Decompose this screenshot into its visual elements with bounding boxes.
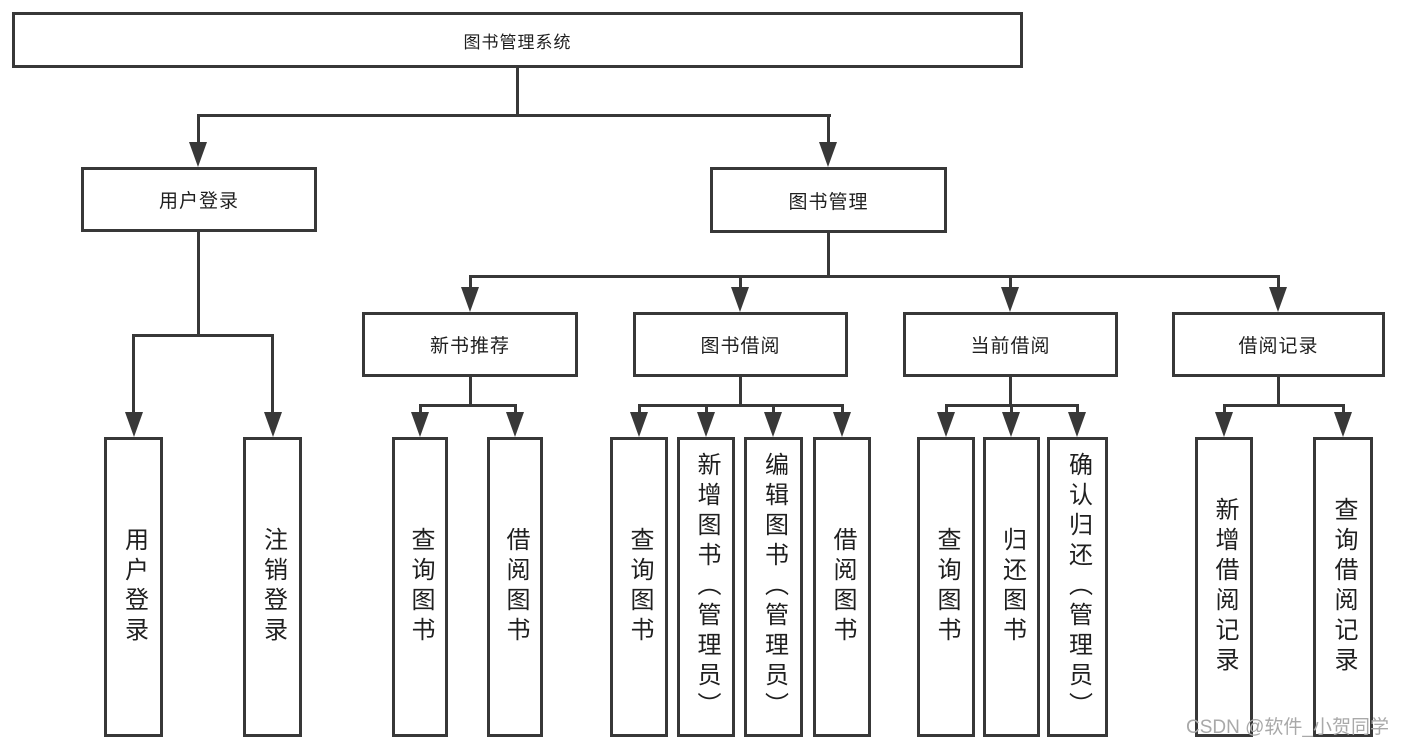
- leaf-logout-label: 注销登录: [259, 527, 287, 647]
- leaf-add-books-admin-label: 新增图书（管理员）: [693, 452, 720, 722]
- leaf-query-books-recommend: 查询图书: [392, 437, 448, 737]
- connector-to-leaf-logout: [271, 334, 274, 412]
- leaf-query-books-borrow-label: 查询图书: [626, 527, 653, 647]
- connector-to-user-login: [197, 114, 200, 144]
- connector-new-book-split: [419, 404, 517, 407]
- leaf-query-books-recommend-label: 查询图书: [407, 527, 434, 647]
- connector-borrow-records-split: [1223, 404, 1344, 407]
- leaf-borrow-books: 借阅图书: [813, 437, 871, 737]
- connector-to-book-borrow: [739, 275, 742, 289]
- node-user-login-label: 用户登录: [158, 191, 239, 212]
- leaf-edit-books-admin: 编辑图书（管理员）: [744, 437, 803, 737]
- arrow-down-icon: [937, 412, 955, 437]
- connector-leaf-stem: [945, 404, 948, 414]
- node-borrow-records: 借阅记录: [1172, 312, 1385, 377]
- leaf-borrow-books-label: 借阅图书: [829, 527, 856, 647]
- node-new-book-recommend: 新书推荐: [362, 312, 578, 377]
- connector-leaf-stem: [514, 404, 517, 414]
- leaf-query-books-current: 查询图书: [917, 437, 975, 737]
- connector-leaf-stem: [419, 404, 422, 414]
- connector-to-current-borrow: [1009, 275, 1012, 289]
- connector-leaf-stem: [1010, 404, 1013, 414]
- node-book-management: 图书管理: [710, 167, 947, 233]
- connector-leaf-stem: [638, 404, 641, 414]
- node-current-borrow-label: 当前借阅: [970, 336, 1051, 357]
- connector-user-login-split: [132, 334, 274, 337]
- arrow-down-icon: [189, 142, 207, 167]
- arrow-down-icon: [1215, 412, 1233, 437]
- arrow-down-icon: [1269, 287, 1287, 312]
- arrow-down-icon: [1001, 287, 1019, 312]
- connector-book-mgmt-split: [469, 275, 1280, 278]
- leaf-query-borrow-record-label: 查询借阅记录: [1330, 497, 1357, 677]
- connector-leaf-stem: [1342, 404, 1345, 414]
- connector-root-split: [197, 114, 831, 117]
- leaf-logout: 注销登录: [243, 437, 302, 737]
- connector-to-new-book: [469, 275, 472, 289]
- arrow-down-icon: [461, 287, 479, 312]
- connector-leaf-stem: [705, 404, 708, 414]
- node-library-system-label: 图书管理系统: [463, 32, 572, 52]
- arrow-down-icon: [411, 412, 429, 437]
- leaf-query-books-current-label: 查询图书: [933, 527, 960, 647]
- connector-leaf-stem: [1076, 404, 1079, 414]
- connector-leaf-stem: [772, 404, 775, 414]
- connector-to-leaf-login: [132, 334, 135, 412]
- leaf-user-login-label: 用户登录: [120, 527, 148, 647]
- leaf-confirm-return-admin: 确认归还（管理员）: [1047, 437, 1108, 737]
- connector-user-login-stem: [197, 230, 200, 336]
- leaf-query-borrow-record: 查询借阅记录: [1313, 437, 1373, 737]
- arrow-down-icon: [1068, 412, 1086, 437]
- node-library-system: 图书管理系统: [12, 12, 1023, 68]
- arrow-down-icon: [731, 287, 749, 312]
- arrow-down-icon: [630, 412, 648, 437]
- node-current-borrow: 当前借阅: [903, 312, 1118, 377]
- leaf-user-login: 用户登录: [104, 437, 163, 737]
- leaf-borrow-books-recommend: 借阅图书: [487, 437, 543, 737]
- connector-root-stem: [516, 68, 519, 116]
- connector-new-book-stem: [469, 375, 472, 406]
- node-book-management-label: 图书管理: [788, 191, 869, 213]
- arrow-down-icon: [697, 412, 715, 437]
- connector-book-mgmt-stem: [827, 231, 830, 277]
- arrow-down-icon: [506, 412, 524, 437]
- node-new-book-recommend-label: 新书推荐: [429, 336, 510, 357]
- arrow-down-icon: [764, 412, 782, 437]
- arrow-down-icon: [1334, 412, 1352, 437]
- connector-book-borrow-stem: [739, 375, 742, 406]
- leaf-add-borrow-record: 新增借阅记录: [1195, 437, 1253, 737]
- leaf-add-books-admin: 新增图书（管理员）: [677, 437, 735, 737]
- leaf-edit-books-admin-label: 编辑图书（管理员）: [760, 452, 788, 722]
- leaf-return-books-label: 归还图书: [998, 527, 1026, 647]
- connector-borrow-records-stem: [1277, 375, 1280, 406]
- leaf-confirm-return-admin-label: 确认归还（管理员）: [1064, 452, 1092, 722]
- csdn-watermark: CSDN @软件_小贺同学: [1186, 717, 1389, 738]
- arrow-down-icon: [264, 412, 282, 437]
- node-user-login: 用户登录: [81, 167, 317, 232]
- arrow-down-icon: [1002, 412, 1020, 437]
- arrow-down-icon: [819, 142, 837, 167]
- leaf-return-books: 归还图书: [983, 437, 1040, 737]
- leaf-add-borrow-record-label: 新增借阅记录: [1211, 497, 1238, 677]
- connector-to-book-mgmt: [827, 114, 830, 144]
- node-book-borrow: 图书借阅: [633, 312, 848, 377]
- node-book-borrow-label: 图书借阅: [700, 336, 781, 357]
- leaf-borrow-books-recommend-label: 借阅图书: [502, 527, 529, 647]
- connector-current-borrow-stem: [1009, 375, 1012, 406]
- node-borrow-records-label: 借阅记录: [1238, 336, 1319, 357]
- arrow-down-icon: [125, 412, 143, 437]
- leaf-query-books-borrow: 查询图书: [610, 437, 668, 737]
- connector-to-borrow-records: [1277, 275, 1280, 289]
- connector-book-borrow-split: [638, 404, 843, 407]
- arrow-down-icon: [833, 412, 851, 437]
- connector-leaf-stem: [1223, 404, 1226, 414]
- connector-leaf-stem: [841, 404, 844, 414]
